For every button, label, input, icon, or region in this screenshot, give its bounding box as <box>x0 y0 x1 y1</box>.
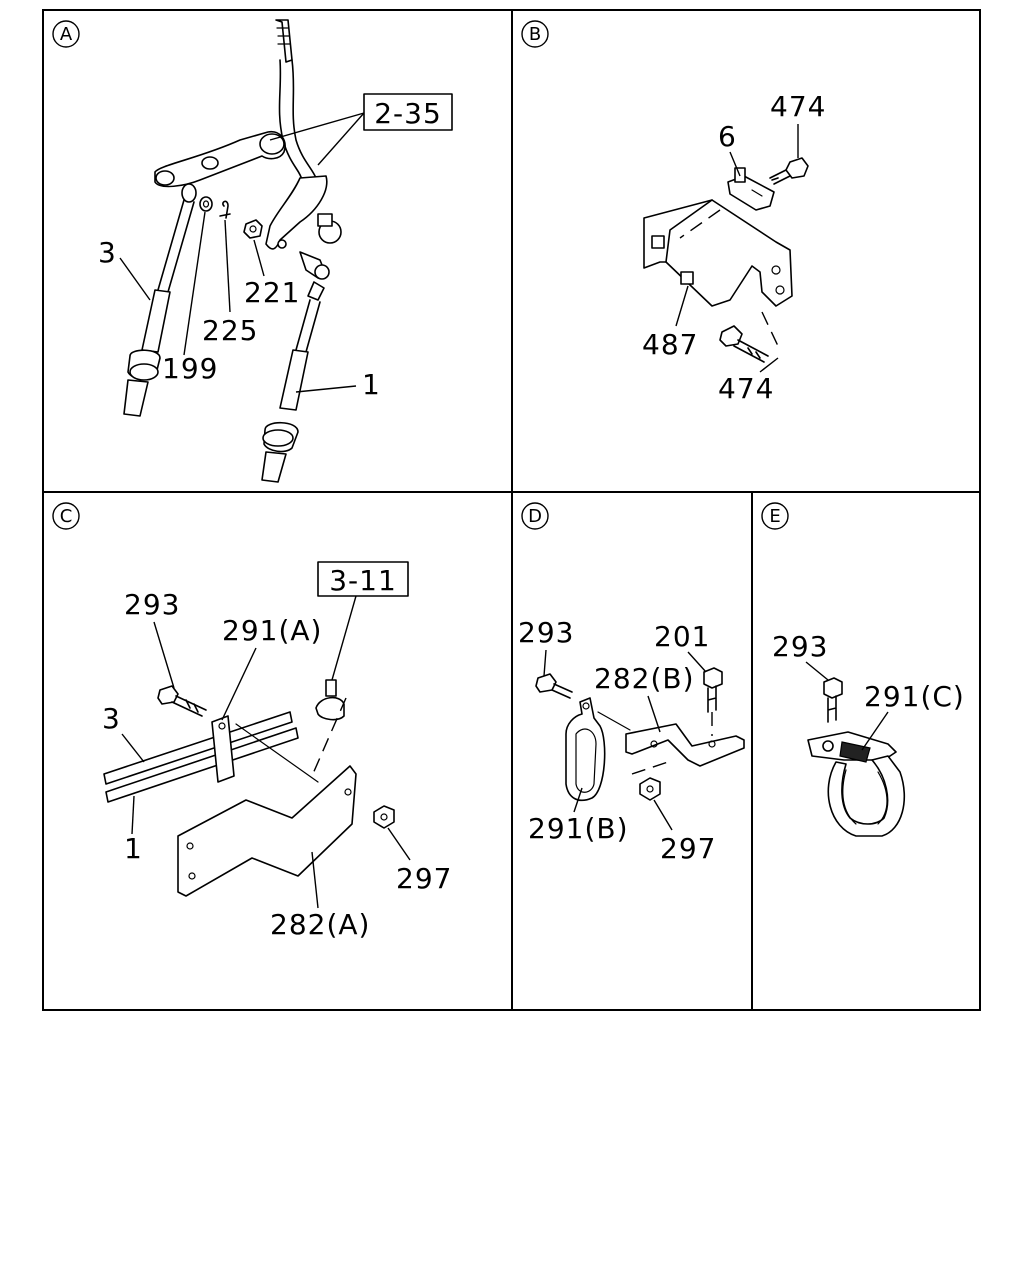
bolt-293-e-illustration <box>823 677 843 723</box>
bracket-487-illustration <box>643 199 793 307</box>
diagram-frame <box>42 9 981 1011</box>
bolt-474-top-illustration <box>769 157 809 185</box>
label-part-3: 3 <box>98 236 117 269</box>
clip-3-11-illustration <box>315 679 345 721</box>
clamp-291b-illustration <box>565 697 606 802</box>
pin-225-illustration <box>219 200 231 219</box>
section-marker-b: B <box>521 20 549 48</box>
nut-297-c-illustration <box>373 805 395 829</box>
svg-text:A: A <box>60 24 73 45</box>
svg-text:B: B <box>529 24 541 45</box>
label-part-199: 199 <box>162 352 218 385</box>
reference-box-3-11[interactable]: 3-11 <box>317 561 409 597</box>
svg-text:D: D <box>528 506 542 527</box>
section-marker-d: D <box>521 502 549 530</box>
label-part-6: 6 <box>718 120 737 153</box>
panel-c: 3-11 293 291(A) 3 1 297 282(A) <box>102 561 452 941</box>
bolt-474-bottom-illustration <box>719 325 769 363</box>
label-part-3-c: 3 <box>102 702 121 735</box>
panel-d: 293 201 282(B) 291(B) 297 <box>518 616 745 865</box>
shift-lever-illustration <box>154 19 342 250</box>
label-part-201: 201 <box>654 620 710 653</box>
svg-text:2-35: 2-35 <box>374 97 442 130</box>
label-part-474-bottom: 474 <box>718 372 774 405</box>
panel-b: 6 474 487 474 <box>642 90 826 405</box>
label-part-293-e: 293 <box>772 630 828 663</box>
label-part-293-c: 293 <box>124 588 180 621</box>
svg-text:E: E <box>769 506 780 527</box>
nut-221-illustration <box>243 219 263 239</box>
label-part-293-d: 293 <box>518 616 574 649</box>
label-part-1-c: 1 <box>124 832 143 865</box>
label-part-291b: 291(B) <box>528 812 629 845</box>
section-marker-e: E <box>761 502 789 530</box>
panel-a: 2-35 3 199 225 221 1 <box>98 19 453 483</box>
label-part-291c: 291(C) <box>864 680 965 713</box>
section-marker-a: A <box>52 20 80 48</box>
nut-297-d-illustration <box>639 777 661 801</box>
cable-3-illustration <box>123 183 197 417</box>
cable-1-illustration <box>261 251 330 483</box>
label-part-474-top: 474 <box>770 90 826 123</box>
clamp-291a-illustration <box>211 715 235 783</box>
reference-box-2-35[interactable]: 2-35 <box>363 93 453 131</box>
clip-6-illustration <box>727 167 775 211</box>
bolt-201-illustration <box>703 667 723 713</box>
bracket-282a-illustration <box>177 765 357 897</box>
label-part-221: 221 <box>244 276 300 309</box>
label-part-282b: 282(B) <box>594 662 695 695</box>
label-part-282a: 282(A) <box>270 908 370 941</box>
svg-text:C: C <box>60 506 73 527</box>
bolt-293-d-illustration <box>535 673 573 699</box>
clamp-291c-illustration <box>807 731 906 837</box>
cable-3-and-1-illustration <box>103 711 299 803</box>
label-part-297-c: 297 <box>396 862 452 895</box>
washer-199-illustration <box>199 196 213 212</box>
panel-e: 293 291(C) <box>772 630 965 837</box>
label-part-225: 225 <box>202 314 258 347</box>
label-part-297-d: 297 <box>660 832 716 865</box>
label-part-1: 1 <box>362 368 381 401</box>
svg-text:3-11: 3-11 <box>329 564 397 597</box>
bracket-282b-illustration <box>625 723 745 767</box>
label-part-291a: 291(A) <box>222 614 322 647</box>
bolt-293-c-illustration <box>157 685 207 717</box>
label-part-487: 487 <box>642 328 698 361</box>
section-marker-c: C <box>52 502 80 530</box>
